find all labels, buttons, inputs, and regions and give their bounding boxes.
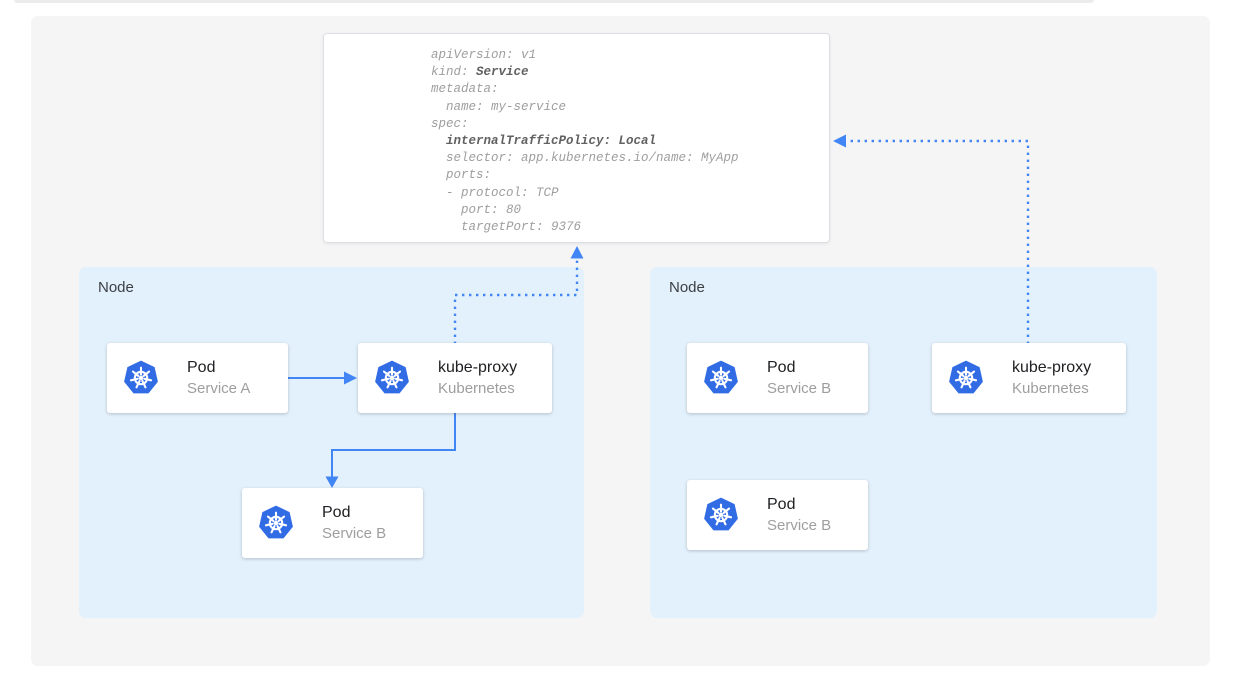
kubernetes-icon bbox=[946, 358, 986, 398]
kubernetes-icon bbox=[372, 358, 412, 398]
yaml-line: metadata: bbox=[431, 81, 829, 98]
yaml-bold-text: internalTrafficPolicy: Local bbox=[446, 134, 657, 149]
yaml-text: ports: bbox=[431, 168, 492, 183]
yaml-text: spec: bbox=[431, 116, 469, 131]
card-subtitle: Kubernetes bbox=[1012, 380, 1089, 397]
yaml-line: apiVersion: v1 bbox=[431, 47, 829, 64]
yaml-code-block: apiVersion: v1 kind: Service metadata: n… bbox=[324, 34, 829, 236]
pod-card-service-b-left: Pod Service B bbox=[242, 488, 423, 558]
card-subtitle: Service B bbox=[767, 517, 832, 534]
node-label: Node bbox=[669, 279, 705, 296]
node-container-right: Node bbox=[650, 267, 1157, 618]
card-subtitle: Kubernetes bbox=[438, 380, 515, 397]
node-container-left: Node bbox=[79, 267, 584, 618]
node-label: Node bbox=[98, 279, 134, 296]
yaml-line: internalTrafficPolicy: Local bbox=[431, 133, 829, 150]
kubernetes-icon bbox=[701, 358, 741, 398]
kubernetes-icon bbox=[256, 503, 296, 543]
yaml-text: selector: app.kubernetes.io/name: MyApp bbox=[431, 151, 739, 166]
card-title: Pod bbox=[767, 496, 796, 513]
card-subtitle: Service A bbox=[187, 380, 251, 397]
card-title: Pod bbox=[187, 359, 216, 376]
card-title: Pod bbox=[322, 504, 351, 521]
pod-card-service-b-right-bottom: Pod Service B bbox=[687, 480, 868, 550]
yaml-text: - protocol: TCP bbox=[431, 185, 559, 200]
yaml-text: targetPort: 9376 bbox=[431, 220, 582, 235]
top-divider bbox=[14, 0, 1094, 3]
yaml-line: kind: Service bbox=[431, 64, 829, 81]
card-title: kube-proxy bbox=[1012, 359, 1092, 376]
pod-card-service-a: Pod Service A bbox=[107, 343, 288, 413]
yaml-line: name: my-service bbox=[431, 99, 829, 116]
yaml-text bbox=[431, 134, 446, 148]
card-subtitle: Service B bbox=[767, 380, 832, 397]
yaml-text: port: 80 bbox=[431, 202, 522, 217]
yaml-line: spec: bbox=[431, 116, 829, 133]
yaml-line: selector: app.kubernetes.io/name: MyApp bbox=[431, 150, 829, 167]
yaml-text: kind: bbox=[431, 65, 477, 80]
kubeproxy-card-left: kube-proxy Kubernetes bbox=[358, 343, 552, 413]
yaml-text: name: my-service bbox=[431, 99, 567, 114]
card-title: Pod bbox=[767, 359, 796, 376]
yaml-line: port: 80 bbox=[431, 202, 829, 219]
yaml-line: targetPort: 9376 bbox=[431, 219, 829, 236]
yaml-text: apiVersion: v1 bbox=[431, 48, 537, 62]
yaml-line: ports: bbox=[431, 167, 829, 184]
pod-card-service-b-right-top: Pod Service B bbox=[687, 343, 868, 413]
yaml-bold-text: Service bbox=[476, 65, 529, 80]
card-subtitle: Service B bbox=[322, 525, 387, 542]
kubernetes-icon bbox=[121, 358, 161, 398]
kubeproxy-card-right: kube-proxy Kubernetes bbox=[932, 343, 1126, 413]
yaml-line: - protocol: TCP bbox=[431, 185, 829, 202]
card-title: kube-proxy bbox=[438, 359, 518, 376]
yaml-text: metadata: bbox=[431, 82, 499, 97]
kubernetes-icon bbox=[701, 495, 741, 535]
service-manifest-card: apiVersion: v1 kind: Service metadata: n… bbox=[323, 33, 830, 243]
